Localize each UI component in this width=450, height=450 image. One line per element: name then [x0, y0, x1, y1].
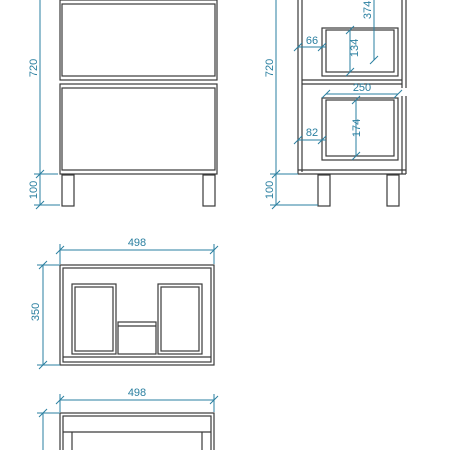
- front-top-drawer-inner: [61, 3, 216, 77]
- plan-depth-label: 350: [30, 303, 42, 321]
- side-view: [297, 0, 407, 207]
- front-leg-right: [202, 174, 216, 207]
- side-legs-label: 100: [264, 181, 276, 199]
- front-top-drawer: [59, 0, 218, 81]
- plan-right-drawer: [157, 283, 203, 355]
- plan-width-label: 498: [128, 237, 146, 249]
- side-lower-drawer-inner: [325, 99, 395, 157]
- drawer1-inner-label: 134: [349, 39, 361, 57]
- drawer2-offset-label: 82: [306, 127, 318, 139]
- front-dimension-lines: [34, 0, 60, 210]
- side-upper-drawer-inner: [325, 29, 395, 73]
- drawer1-offset-label: 66: [306, 35, 318, 47]
- side-leg-back: [386, 174, 400, 207]
- front-view: [59, 0, 218, 207]
- drawer2-inner-label: 174: [351, 119, 363, 137]
- side-leg-front: [317, 174, 331, 207]
- side-lower-drawer: [321, 97, 399, 161]
- front-leg-left: [61, 174, 75, 207]
- front-bottom-drawer-inner: [61, 87, 216, 171]
- plan-view: [59, 264, 215, 366]
- drawer2-depth-label: 250: [353, 82, 371, 94]
- front-bottom-drawer: [59, 83, 218, 175]
- plan-left-drawer: [71, 283, 117, 355]
- front-height-label: 720: [28, 59, 40, 77]
- plan-center-shelf: [117, 321, 157, 355]
- bottom-width-label: 498: [128, 387, 146, 399]
- plan-dimension-lines: [37, 244, 219, 370]
- bottom-dimension-lines: [37, 394, 219, 450]
- side-upper-drawer: [321, 27, 399, 77]
- side-dimension-lines: [270, 0, 403, 210]
- front-legs-label: 100: [28, 181, 40, 199]
- drawer1-height-label: 374: [362, 1, 374, 19]
- bottom-view: [59, 412, 215, 450]
- side-height-label: 720: [264, 59, 276, 77]
